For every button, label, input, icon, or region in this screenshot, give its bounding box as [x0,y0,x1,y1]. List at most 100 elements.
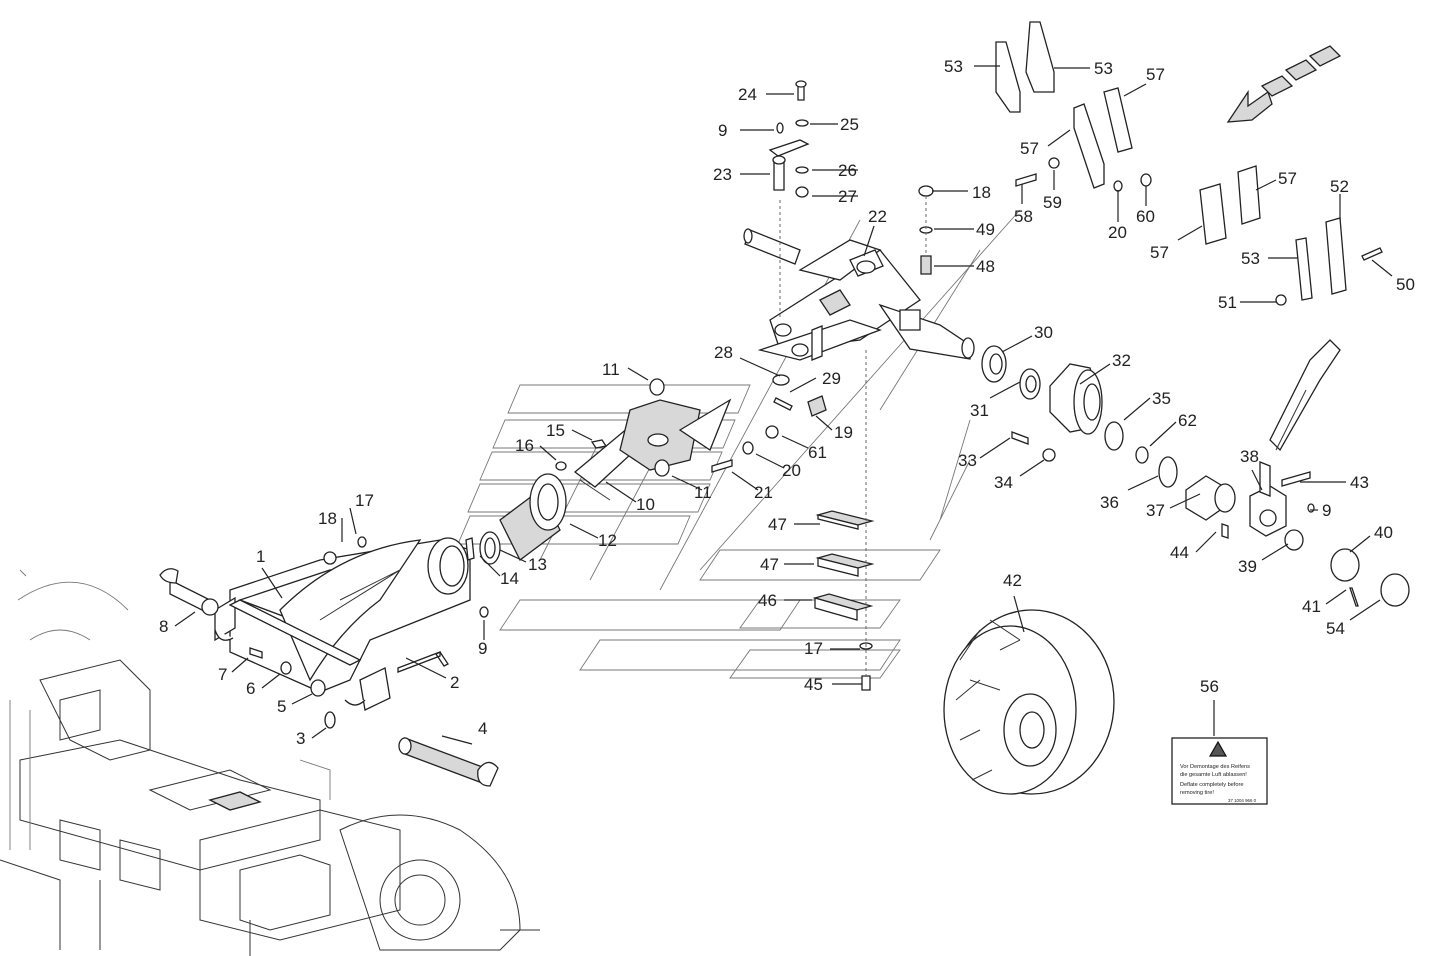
part-label-33: 33 [958,451,977,470]
part-label-30: 30 [1034,323,1053,342]
part-label-7: 7 [218,665,227,684]
part-label-56: 56 [1200,677,1219,696]
plate-stack [812,350,875,691]
part-label-34: 34 [994,473,1013,492]
part-label-42: 42 [1003,571,1022,590]
part-label-32: 32 [1112,351,1131,370]
part-label-53b: 53 [1094,59,1113,78]
part-label-60: 60 [1136,207,1155,226]
part-label-53a: 53 [944,57,963,76]
part-label-18b: 18 [972,183,991,202]
part-label-53c: 53 [1241,249,1260,268]
part-label-21: 21 [754,483,773,502]
part-label-38: 38 [1240,447,1259,466]
part-label-41: 41 [1302,597,1321,616]
part-label-10: 10 [636,495,655,514]
part-label-54: 54 [1326,619,1345,638]
kingpin-stack [768,80,810,386]
part-label-52: 52 [1330,177,1349,196]
ghost-contours [457,209,1021,679]
part-label-18a: 18 [318,509,337,528]
knuckle-fittings [1221,339,1410,607]
pivot-pin-front [159,568,219,616]
wheel-tire [943,609,1115,795]
part-label-47a: 47 [768,515,787,534]
part-label-39: 39 [1238,557,1257,576]
direction-arrow-icon [1226,45,1342,123]
tube-assembly [465,473,567,565]
small-hardware-left [249,536,489,729]
part-label-51: 51 [1218,293,1237,312]
part-label-43: 43 [1350,473,1369,492]
lock-bolt [397,651,449,673]
part-label-62: 62 [1178,411,1197,430]
axle-beam [214,537,471,711]
part-label-45: 45 [804,675,823,694]
part-label-11a: 11 [602,360,620,379]
warning-line4: removing tire! [1180,790,1214,796]
bolt-stack [918,185,934,275]
part-label-48: 48 [976,257,995,276]
part-label-9a: 9 [478,639,487,658]
part-label-44: 44 [1170,543,1189,562]
part-label-36: 36 [1100,493,1119,512]
part-label-20a: 20 [782,461,801,480]
part-label-49: 49 [976,220,995,239]
part-label-22: 22 [868,207,887,226]
part-label-12: 12 [598,531,617,550]
part-label-35: 35 [1152,389,1171,408]
part-label-6: 6 [246,679,255,698]
part-label-11b: 11 [694,483,712,502]
brackets [995,21,1383,306]
warning-line2: die gesamte Luft ablassen! [1180,772,1247,778]
part-label-57a: 57 [1146,65,1165,84]
part-label-19: 19 [834,423,853,442]
part-label-23: 23 [713,165,732,184]
part-label-8: 8 [159,617,168,636]
leader-lines [174,65,1393,745]
part-label-9b: 9 [718,121,727,140]
part-label-13: 13 [528,555,547,574]
part-label-29: 29 [822,369,841,388]
part-label-15: 15 [546,421,565,440]
steering-axle-housing [743,228,975,361]
part-label-27: 27 [838,187,857,206]
part-label-25: 25 [840,115,859,134]
part-label-40: 40 [1374,523,1393,542]
part-label-2: 2 [450,673,459,692]
part-labels: 1 2 3 4 5 6 7 8 9 9 9 10 11 11 12 13 14 … [159,57,1415,748]
part-label-47b: 47 [760,555,779,574]
part-label-20b: 20 [1108,223,1127,242]
part-label-4: 4 [478,719,487,738]
part-label-3: 3 [296,729,305,748]
part-label-14: 14 [500,569,519,588]
part-label-50: 50 [1396,275,1415,294]
part-label-26: 26 [838,161,857,180]
part-label-24: 24 [738,85,757,104]
part-label-17b: 17 [804,639,823,658]
part-label-59: 59 [1043,193,1062,212]
part-label-28: 28 [714,343,733,362]
small-hardware-center [711,395,827,473]
warning-line1: Vor Demontage des Reifens [1180,764,1250,770]
hub-assembly [981,345,1236,521]
part-label-57c: 57 [1278,169,1297,188]
part-label-17a: 17 [355,491,374,510]
part-label-37: 37 [1146,501,1165,520]
part-label-58: 58 [1014,207,1033,226]
part-label-9c: 9 [1322,501,1331,520]
part-label-16: 16 [515,436,534,455]
part-label-61: 61 [808,443,827,462]
part-label-46: 46 [758,591,777,610]
part-label-5: 5 [277,697,286,716]
warning-line3: Deflate completely before [1180,782,1243,788]
pivot-housing [555,378,732,501]
part-label-57d: 57 [1150,243,1169,262]
part-label-31: 31 [970,401,989,420]
warning-code: 37 1004 966 0 [1228,798,1257,803]
part-label-57b: 57 [1020,139,1039,158]
warning-label: Vor Demontage des Reifens die gesamte Lu… [1171,737,1268,805]
tractor-frame [0,569,540,956]
part-label-1: 1 [256,547,265,566]
